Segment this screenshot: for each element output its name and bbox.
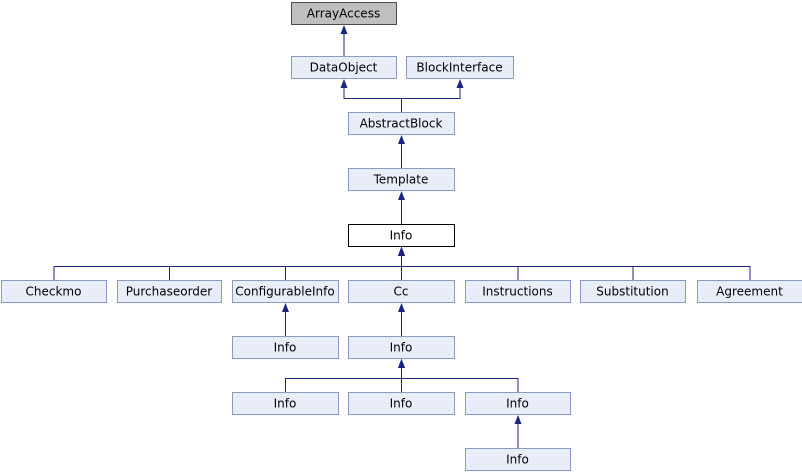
class-node-info-leaf-3[interactable]: Info [465, 392, 571, 415]
class-box [348, 392, 455, 415]
class-node-substitution[interactable]: Substitution [580, 280, 686, 303]
class-label: Agreement [716, 285, 783, 299]
arrowhead-abstract-block-to-data-object [340, 79, 348, 88]
class-node-info-cc-child[interactable]: Info [348, 336, 455, 359]
class-node-template[interactable]: Template [348, 168, 455, 191]
class-node-info-leaf-2[interactable]: Info [348, 392, 455, 415]
class-box [348, 336, 455, 359]
class-box [291, 56, 397, 79]
class-label: Cc [394, 285, 409, 299]
edge-checkmo-to-info-current [53, 256, 402, 280]
arrowhead-info-current-to-template [398, 191, 405, 200]
class-node-info-configurable-child[interactable]: Info [232, 336, 339, 359]
class-label: ConfigurableInfo [235, 285, 334, 299]
class-label: Info [390, 229, 413, 243]
class-node-agreement[interactable]: Agreement [697, 280, 802, 303]
arrowhead-template-to-abstract-block [398, 135, 405, 144]
arrowhead-info-leaf-3-to-info-cc-child [398, 359, 405, 368]
class-node-info-leaf-4[interactable]: Info [465, 448, 571, 471]
class-label: Info [274, 397, 297, 411]
class-box [291, 2, 397, 25]
class-node-purchaseorder[interactable]: Purchaseorder [117, 280, 222, 303]
class-box [348, 168, 455, 191]
class-node-info-leaf-1[interactable]: Info [232, 392, 339, 415]
class-node-cc[interactable]: Cc [348, 280, 455, 303]
class-node-abstract-block[interactable]: AbstractBlock [348, 112, 455, 135]
edge-instructions-to-info-current [401, 256, 519, 280]
class-box [348, 224, 455, 247]
class-node-checkmo[interactable]: Checkmo [1, 280, 107, 303]
arrowhead-agreement-to-info-current [398, 247, 405, 256]
edge-info-leaf-3-to-info-cc-child [401, 368, 519, 392]
class-box [232, 392, 339, 415]
class-label: Info [506, 453, 529, 467]
class-box [406, 56, 514, 79]
class-box [348, 280, 455, 303]
class-box [697, 280, 802, 303]
class-label: Info [390, 341, 413, 355]
class-label: DataObject [310, 61, 378, 75]
arrowhead-info-configurable-child-to-configurable-info [282, 303, 289, 312]
class-label: Template [373, 173, 429, 187]
arrowhead-abstract-block-to-block-interface [456, 79, 464, 88]
class-node-instructions[interactable]: Instructions [465, 280, 571, 303]
class-label: BlockInterface [416, 61, 502, 75]
edge-abstract-block-to-data-object [343, 88, 402, 112]
class-node-array-access[interactable]: ArrayAccess [291, 2, 397, 25]
edge-abstract-block-to-block-interface [401, 88, 461, 112]
class-label: Info [506, 397, 529, 411]
class-node-configurable-info[interactable]: ConfigurableInfo [232, 280, 339, 303]
arrowhead-info-leaf-4-to-info-leaf-3 [514, 415, 522, 424]
edges-layer [53, 25, 751, 448]
class-label: Instructions [482, 285, 552, 299]
class-box [1, 280, 107, 303]
class-box [348, 112, 455, 135]
class-box [580, 280, 686, 303]
class-label: ArrayAccess [307, 7, 380, 21]
edge-info-leaf-1-to-info-cc-child [285, 368, 402, 392]
class-box [465, 448, 571, 471]
arrowhead-info-cc-child-to-cc [398, 303, 405, 312]
class-label: AbstractBlock [360, 117, 443, 131]
class-label: Info [390, 397, 413, 411]
edge-configurable-info-to-info-current [285, 256, 402, 280]
edge-substitution-to-info-current [401, 256, 634, 280]
class-label: Checkmo [26, 285, 82, 299]
class-node-block-interface[interactable]: BlockInterface [406, 56, 514, 79]
class-box [465, 392, 571, 415]
class-box [232, 280, 339, 303]
class-label: Substitution [596, 285, 668, 299]
class-box [232, 336, 339, 359]
class-box [117, 280, 222, 303]
class-box [465, 280, 571, 303]
class-label: Purchaseorder [126, 285, 213, 299]
class-label: Info [274, 341, 297, 355]
arrowhead-data-object-to-array-access [340, 25, 348, 34]
class-node-data-object[interactable]: DataObject [291, 56, 397, 79]
class-node-info-current[interactable]: Info [348, 224, 455, 247]
edge-agreement-to-info-current [401, 256, 751, 280]
